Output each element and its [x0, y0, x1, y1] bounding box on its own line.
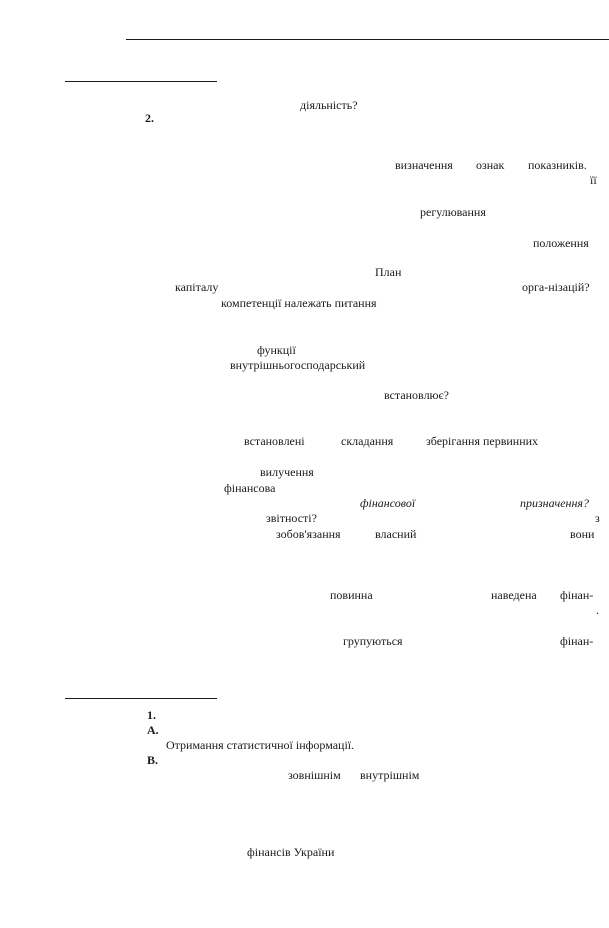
word-vnutrishnohospodarskyi: внутрішньогосподарський	[230, 358, 366, 372]
word-vony: вони	[570, 527, 595, 541]
phrase-otrymannia: Отримання статистичної інформації.	[166, 738, 355, 752]
word-finansova: фінансова	[224, 481, 276, 495]
top-rule	[126, 39, 609, 40]
word-vlasnyi: власний	[375, 527, 417, 541]
word-funktsii: функції	[257, 343, 296, 357]
word-z: з	[595, 511, 600, 525]
word-vstanovleni: встановлені	[244, 434, 305, 448]
phrase-kompetentsii: компетенції належать питання	[221, 296, 377, 310]
phrase-finansiv-ukrainy: фінансів України	[247, 845, 335, 859]
word-zovnishnim: зовнішнім	[288, 768, 341, 782]
word-pokaznykiv: показників.	[528, 158, 587, 172]
word-kapitalu: капіталу	[175, 280, 219, 294]
word-finan-2: фінан-	[560, 634, 594, 648]
word-vnutrishnim: внутрішнім	[360, 768, 420, 782]
word-vyznachennia: визначення	[395, 158, 453, 172]
word-pryznachennia: призначення?	[520, 496, 590, 510]
word-vstanovliuie: встановлює?	[384, 388, 449, 402]
word-orhanizatsii: орга-нізацій?	[522, 280, 590, 294]
word-oznak: ознак	[476, 158, 505, 172]
word-skladannia: складання	[341, 434, 394, 448]
word-diialnist: діяльність?	[300, 98, 358, 112]
word-zvitnosti: звітності?	[266, 511, 317, 525]
word-dot: .	[596, 603, 599, 617]
option-b: В.	[147, 753, 159, 767]
item-number-2: 2.	[145, 111, 154, 125]
section-rule-1	[65, 81, 217, 82]
word-vyluchennia: вилучення	[260, 465, 314, 479]
word-hruputsia: групуються	[343, 634, 403, 648]
word-finan-1: фінан-	[560, 588, 594, 602]
option-a: А.	[147, 723, 159, 737]
word-rehuliuvannia: регулювання	[420, 205, 486, 219]
word-zoboviazannia: зобов'язання	[276, 527, 341, 541]
section-rule-2	[65, 698, 217, 699]
word-plan: План	[375, 265, 402, 279]
word-povynna: повинна	[330, 588, 373, 602]
word-navedena: наведена	[491, 588, 537, 602]
item-number-1: 1.	[147, 708, 156, 722]
word-yii: її	[590, 173, 597, 187]
word-polozhennia: положення	[533, 236, 589, 250]
phrase-zberihannia: зберігання первинних	[426, 434, 539, 448]
word-finansovoi: фінансової	[360, 496, 416, 510]
